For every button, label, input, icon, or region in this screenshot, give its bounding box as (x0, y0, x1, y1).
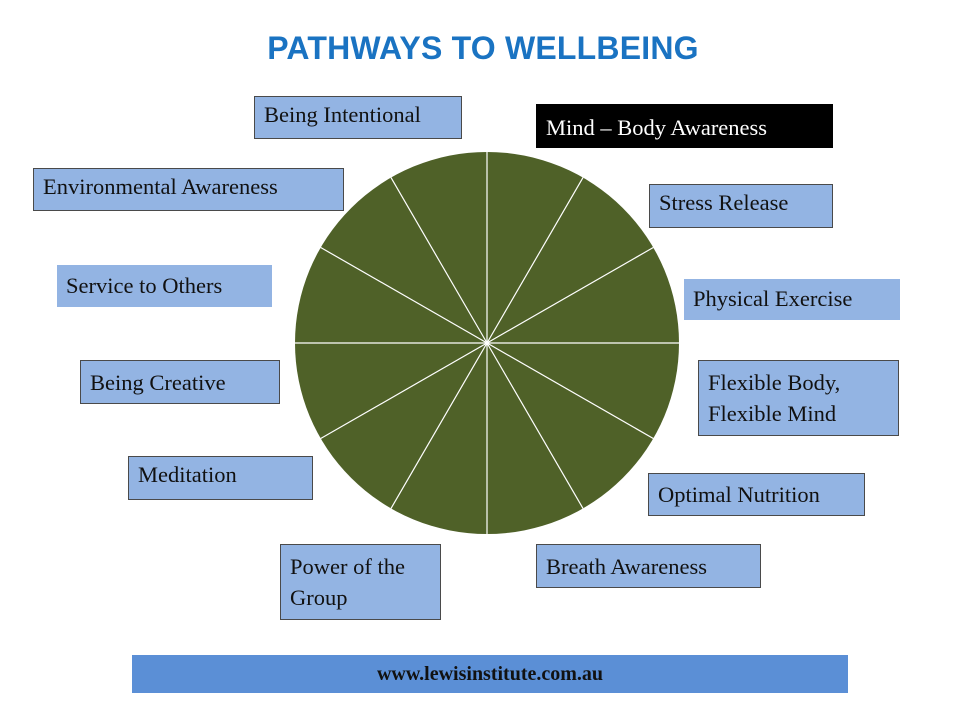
pathway-power-of-the-group: Power of the Group (280, 544, 441, 620)
pathway-environmental-awareness: Environmental Awareness (33, 168, 344, 211)
wheel-spoke (486, 246, 654, 344)
wheel-spoke (390, 342, 488, 509)
wheel-spoke (390, 177, 488, 344)
website-url[interactable]: www.lewisinstitute.com.au (376, 663, 604, 685)
pathway-label: Optimal Nutrition (658, 482, 820, 507)
pathway-optimal-nutrition: Optimal Nutrition (648, 473, 865, 516)
wellbeing-wheel (295, 152, 679, 534)
pathway-label: Service to Others (66, 273, 223, 298)
pathway-mind-body-awareness: Mind – Body Awareness (536, 104, 833, 148)
pathway-being-intentional: Being Intentional (254, 96, 462, 139)
pathway-stress-release: Stress Release (649, 184, 833, 228)
pathway-physical-exercise: Physical Exercise (684, 279, 900, 320)
pathway-meditation: Meditation (128, 456, 313, 500)
website-footer-bar: www.lewisinstitute.com.au (132, 655, 848, 693)
wheel-spoke (320, 342, 488, 440)
pathway-service-to-others: Service to Others (57, 265, 272, 307)
pathway-label: Being Intentional (264, 102, 421, 127)
pathway-label-line2: Group (290, 585, 348, 610)
pathway-label: Environmental Awareness (43, 174, 278, 199)
wheel-spokes (295, 152, 679, 534)
wheel-spoke (320, 246, 488, 344)
pathway-label-line1: Flexible Body, (708, 370, 841, 395)
wheel-spoke (486, 342, 584, 509)
pathway-label: Stress Release (659, 190, 789, 215)
pathway-being-creative: Being Creative (80, 360, 280, 404)
pathway-label-line1: Power of the (290, 554, 405, 579)
pathway-label: Being Creative (90, 370, 226, 395)
pathway-label: Breath Awareness (546, 554, 708, 579)
pathway-breath-awareness: Breath Awareness (536, 544, 761, 588)
page-title: PATHWAYS TO WELLBEING (267, 30, 699, 66)
pathway-flexible-body-mind: Flexible Body, Flexible Mind (698, 360, 899, 436)
pathway-label: Meditation (138, 462, 237, 487)
pathway-label-line2: Flexible Mind (708, 401, 837, 426)
pathway-label: Physical Exercise (693, 286, 853, 311)
wheel-spoke (486, 342, 654, 440)
wheel-spoke (486, 177, 584, 344)
pathway-label: Mind – Body Awareness (546, 115, 768, 140)
